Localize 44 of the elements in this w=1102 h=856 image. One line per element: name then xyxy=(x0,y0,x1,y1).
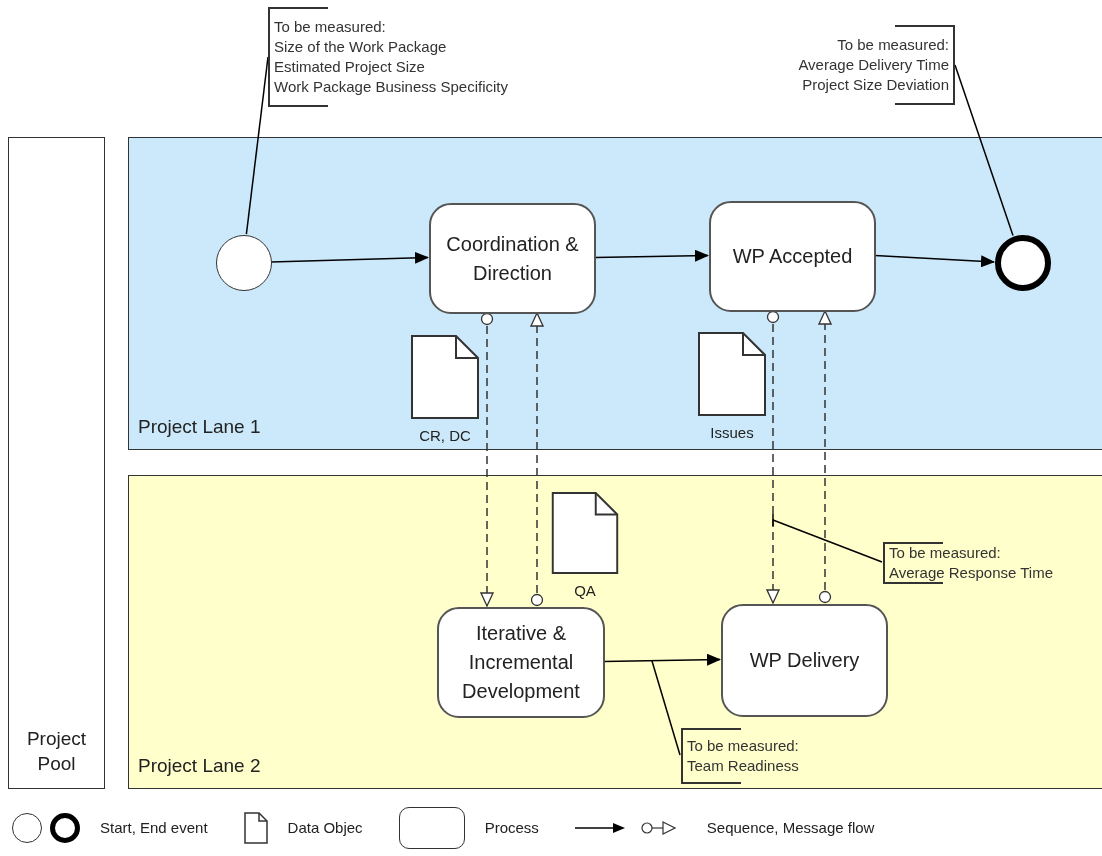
legend-label: Data Objec xyxy=(287,817,363,838)
message-flow-arrow xyxy=(766,310,780,604)
data-object-label: Issues xyxy=(710,423,754,443)
annotation-text: Average Delivery Time xyxy=(798,55,949,75)
annotation-text: Project Size Deviation xyxy=(802,75,949,95)
message-flow-arrow xyxy=(530,312,544,607)
swimlane xyxy=(128,475,1102,789)
process-box xyxy=(709,201,876,312)
annotation-text: Average Response Time xyxy=(889,563,1053,583)
annotation-text: Size of the Work Package xyxy=(274,37,447,57)
process-box xyxy=(437,607,605,718)
sequence-flow-arrow xyxy=(270,251,429,264)
message-flow-arrow xyxy=(480,312,494,607)
process-label: Iterative & Incremental Development xyxy=(461,621,581,704)
annotation-text: To be measured: xyxy=(274,17,386,37)
data-object-label: CR, DC xyxy=(419,426,471,446)
swimlane xyxy=(128,137,1102,450)
process-label: Coordination & Direction xyxy=(445,231,580,286)
data-object-label: QA xyxy=(574,581,596,601)
process-label: WP Delivery xyxy=(749,648,860,673)
leader-line xyxy=(651,660,681,756)
annotation-text: To be measured: xyxy=(687,736,799,756)
annotation-text: Work Package Business Specificity xyxy=(274,77,508,97)
legend-label: Sequence, Message flow xyxy=(706,817,875,838)
lane-label: Project Lane 1 xyxy=(138,415,261,439)
leader-line xyxy=(772,513,883,563)
sequence-flow-arrow xyxy=(874,254,995,268)
annotation-text: To be measured: xyxy=(837,35,949,55)
annotation-text: To be measured: xyxy=(889,543,1001,563)
process-label: WP Accepted xyxy=(732,244,853,269)
leader-line xyxy=(954,64,1014,237)
pool-label: Project Pool xyxy=(25,727,88,776)
annotation-text: Estimated Project Size xyxy=(274,57,425,77)
legend-label: Start, End event xyxy=(100,817,208,838)
pool xyxy=(8,137,105,789)
process-box xyxy=(429,203,596,314)
message-flow-arrow xyxy=(818,310,832,604)
process-box xyxy=(721,604,888,717)
sequence-flow-arrow xyxy=(603,653,721,666)
lane-label: Project Lane 2 xyxy=(138,754,261,778)
sequence-flow-arrow xyxy=(594,249,709,262)
annotation-text: Team Readiness xyxy=(687,756,799,776)
leader-line xyxy=(245,56,269,235)
legend-label: Process xyxy=(484,817,539,838)
